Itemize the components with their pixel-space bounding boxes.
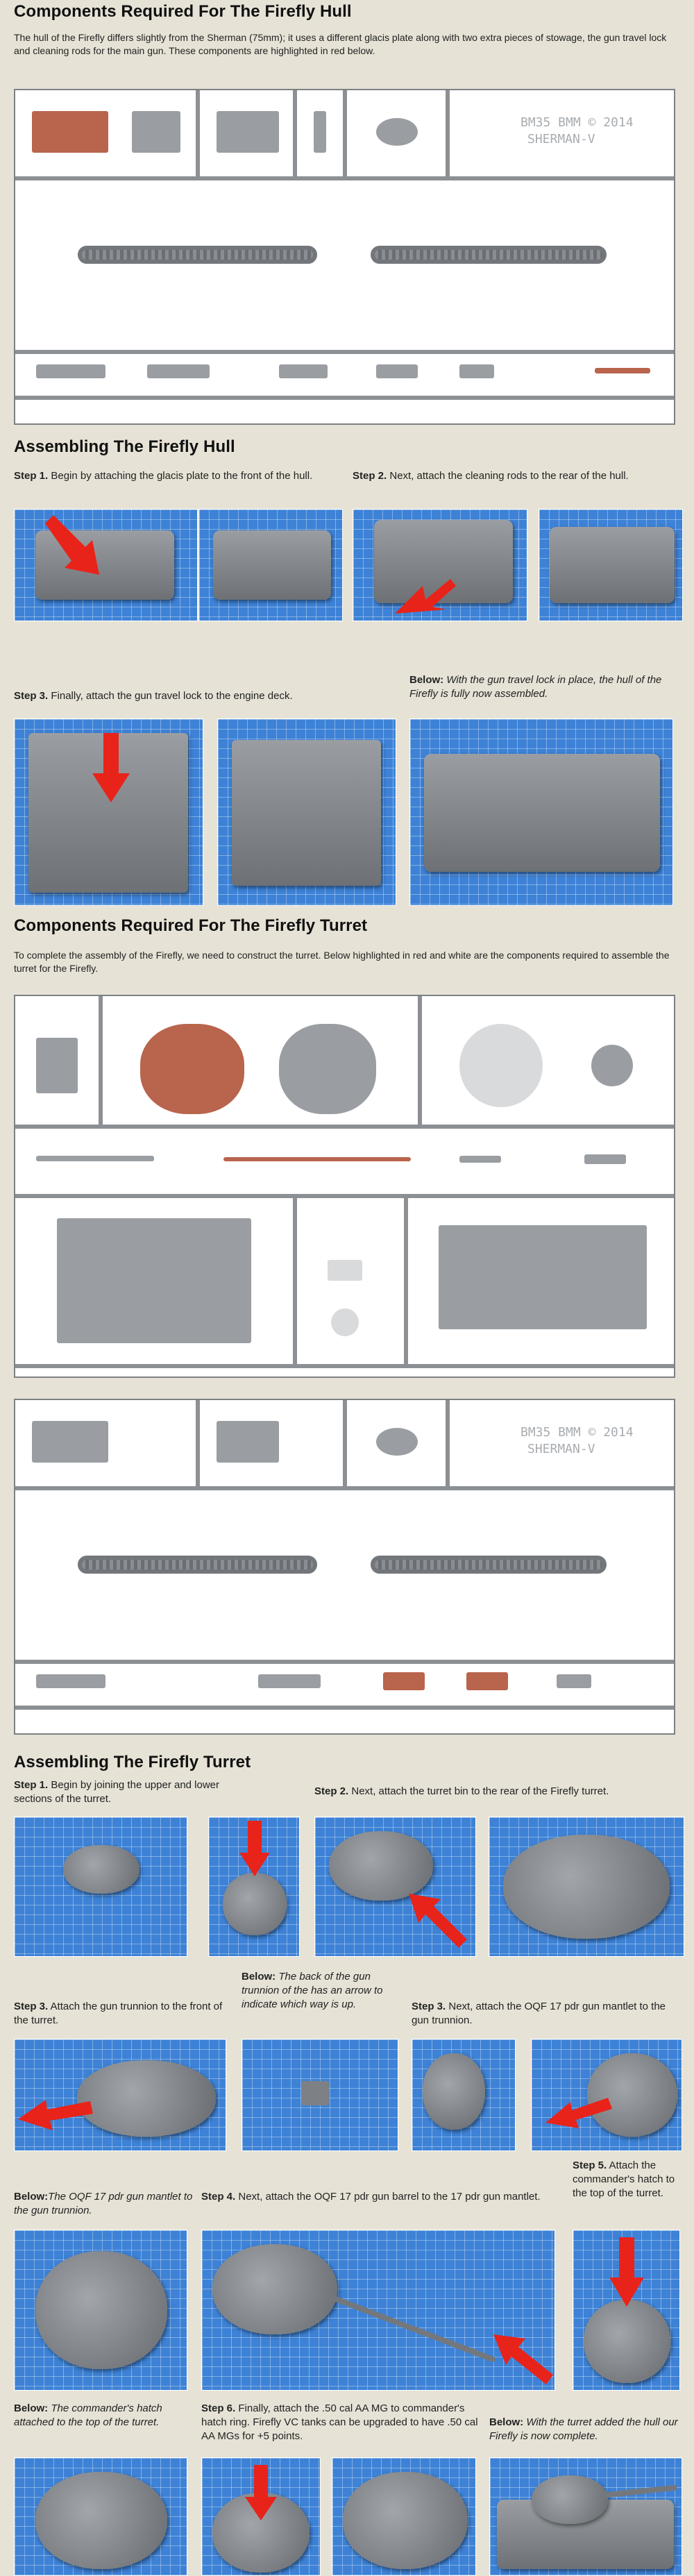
sprue-model-label: SHERMAN-V <box>527 132 595 146</box>
turret-sprue-image <box>14 995 675 1378</box>
assemble-hull-title: Assembling The Firefly Hull <box>14 437 235 456</box>
hull-step-3: Step 3. Finally, attach the gun travel l… <box>14 690 293 702</box>
sprue-model-label-2: SHERMAN-V <box>527 1442 595 1456</box>
hull-components-title: Components Required For The Firefly Hull <box>14 2 352 21</box>
assemble-turret-title: Assembling The Firefly Turret <box>14 1753 251 1771</box>
turret-step2-photo <box>314 1817 476 1957</box>
turret-step-4: Step 4. Next, attach the OQF 17 pdr gun … <box>201 2191 541 2203</box>
turret-hatch-caption: Below: The commander's hatch attached to… <box>14 2402 162 2428</box>
hull-sprue-image-2: BM35 BMM © 2014 SHERMAN-V <box>14 1399 675 1735</box>
glacis-plate-part <box>32 111 108 153</box>
turret-step-3a: Step 3. Attach the gun trunnion to the f… <box>14 2001 223 2026</box>
turret-step-3b: Step 3. Next, attach the OQF 17 pdr gun … <box>412 2001 666 2026</box>
turret-mantlet-photo <box>14 2230 187 2391</box>
sprue-code-label: BM35 BMM © 2014 <box>520 115 634 130</box>
hull-step1-photo <box>14 509 198 621</box>
turret-complete-caption: Below: With the turret added the hull ou… <box>489 2416 678 2442</box>
turret-components-title: Components Required For The Firefly Turr… <box>14 916 368 935</box>
turret-step5-photo <box>573 2230 680 2391</box>
hull-below-caption: Below: With the gun travel lock in place… <box>409 674 662 700</box>
turret-mantlet-caption: Below:The OQF 17 pdr gun mantlet to the … <box>14 2191 193 2216</box>
hull-step2-photo <box>353 509 527 621</box>
turret-bin-part <box>328 1260 362 1281</box>
track-right <box>371 246 607 264</box>
turret-step-2: Step 2. Next, attach the turret bin to t… <box>314 1785 609 1797</box>
turret-step3-photo <box>14 2039 226 2151</box>
turret-step-1: Step 1. Begin by joining the upper and l… <box>14 1779 220 1805</box>
turret-step3b-result-photo <box>531 2039 682 2151</box>
turret-components-text: To complete the assembly of the Firefly,… <box>14 950 670 974</box>
gun-mantlet-part <box>383 1672 425 1690</box>
turret-step2-result-photo <box>489 1817 684 1957</box>
turret-step-5: Step 5. Attach the commander's hatch to … <box>573 2160 675 2199</box>
turret-step-6: Step 6. Finally, attach the .50 cal AA M… <box>201 2402 478 2442</box>
hull-step1-result-photo <box>198 509 343 621</box>
turret-step6-photo <box>201 2457 321 2576</box>
turret-trunnion-caption: Below: The back of the gun trunnion of t… <box>242 1971 383 2010</box>
hull-components-text: The hull of the Firefly differs slightly… <box>14 32 667 56</box>
turret-step1-photo <box>14 1817 187 1957</box>
turret-upper-part <box>140 1024 244 1114</box>
hull-step3-photo <box>14 718 203 906</box>
hull-step3-result-photo <box>217 718 396 906</box>
hull-sprue-image: BM35 BMM © 2014 SHERMAN-V <box>14 89 675 425</box>
turret-step3b-photo <box>412 2039 516 2151</box>
firefly-complete-photo <box>489 2457 682 2576</box>
gun-trunnion-part <box>466 1672 508 1690</box>
hull-step-2: Step 2. Next, attach the cleaning rods t… <box>353 470 629 482</box>
turret-lower-part <box>459 1024 543 1107</box>
turret-hatch-photo <box>14 2457 187 2576</box>
hull-step2-result-photo <box>539 509 683 621</box>
hull-step-1: Step 1. Begin by attaching the glacis pl… <box>14 470 313 482</box>
gun-barrel-part <box>223 1157 411 1161</box>
hull-complete-photo <box>409 718 673 906</box>
sprue-code-label-2: BM35 BMM © 2014 <box>520 1425 634 1440</box>
turret-step6-result-photo <box>332 2457 476 2576</box>
turret-step1-result-photo <box>208 1817 300 1957</box>
track-left <box>78 246 317 264</box>
commander-hatch-part <box>331 1308 359 1336</box>
turret-step4-photo <box>201 2230 555 2391</box>
turret-trunnion-photo <box>242 2039 398 2151</box>
cleaning-rods-part <box>595 368 650 373</box>
